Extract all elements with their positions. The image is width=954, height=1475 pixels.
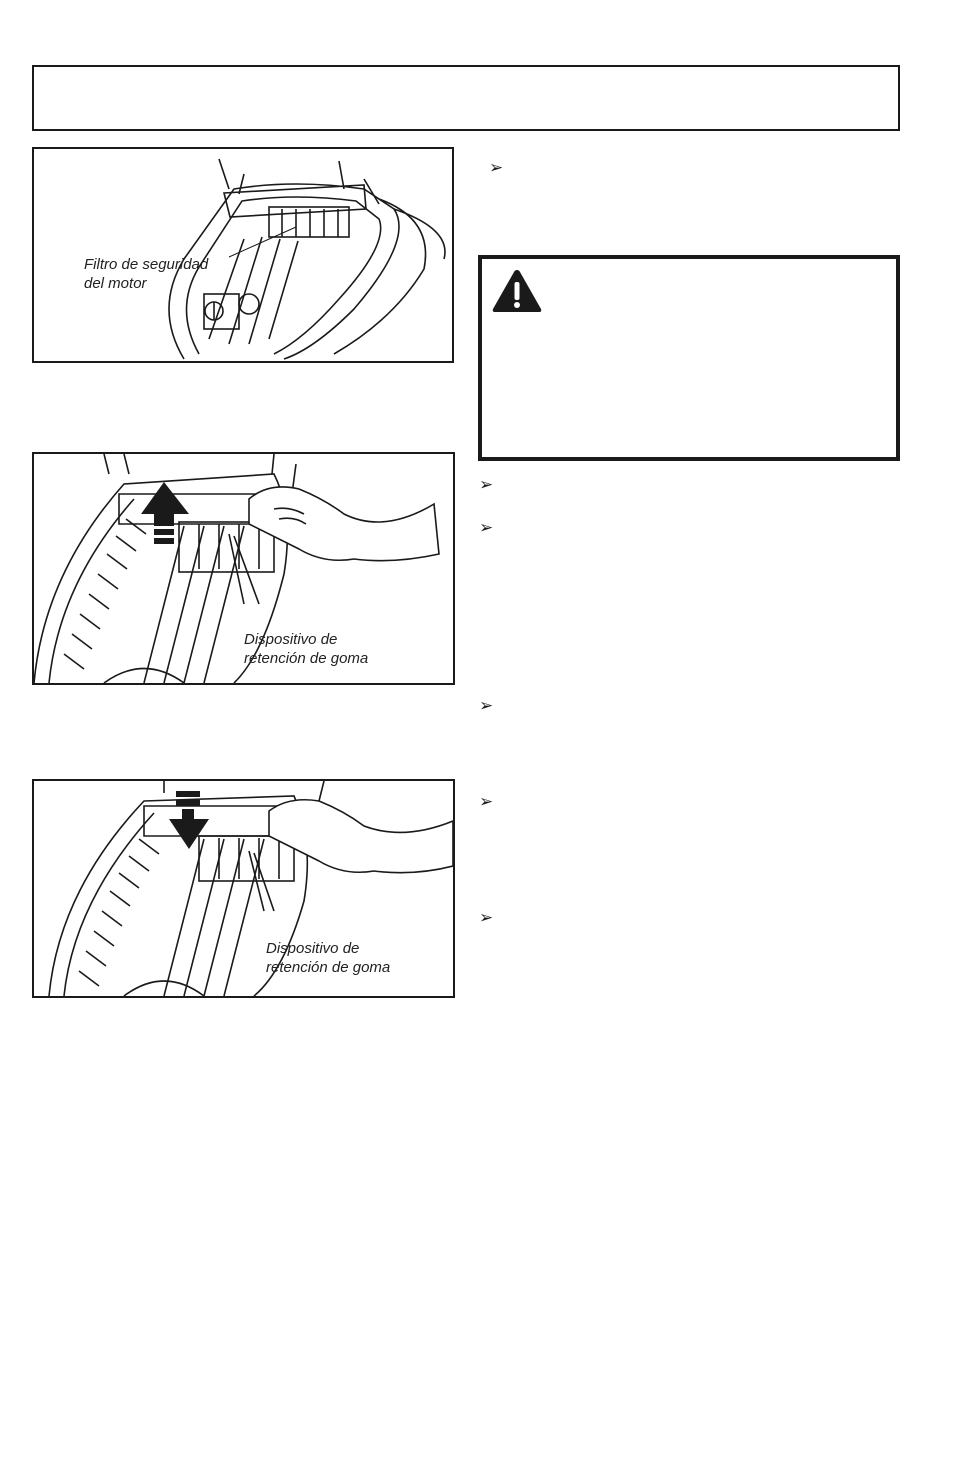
figure-motor-filter: Filtro de seguridad del motor <box>32 147 454 363</box>
caption-line: Dispositivo de <box>244 631 338 648</box>
remove-filter-illustration <box>34 454 440 683</box>
warning-box <box>478 255 900 461</box>
section-title-box <box>32 65 900 131</box>
bullet-arrow-icon: ➢ <box>479 475 494 494</box>
bullet-arrow-icon: ➢ <box>479 908 494 927</box>
caption-line: Filtro de seguridad <box>84 256 209 273</box>
caption-line: Dispositivo de <box>266 940 360 957</box>
insert-filter-illustration <box>48 781 453 996</box>
bullet-arrow-icon: ➢ <box>479 696 494 715</box>
retainer-caption-1: Dispositivo de retención de goma <box>244 630 368 668</box>
figure-remove-filter: Dispositivo de retención de goma <box>32 452 455 685</box>
motor-filter-caption: Filtro de seguridad del motor <box>84 255 208 293</box>
caption-line: del motor <box>84 275 147 292</box>
figure-insert-filter: Dispositivo de retención de goma <box>32 779 455 998</box>
bullet-arrow-icon: ➢ <box>489 158 504 177</box>
warning-triangle-icon <box>492 270 542 312</box>
caption-line: retención de goma <box>244 650 369 667</box>
retainer-caption-2: Dispositivo de retención de goma <box>266 939 390 977</box>
caption-line: retención de goma <box>266 959 391 976</box>
bullet-arrow-icon: ➢ <box>479 792 494 811</box>
motor-filter-illustration <box>168 158 446 360</box>
bullet-arrow-icon: ➢ <box>479 518 494 537</box>
